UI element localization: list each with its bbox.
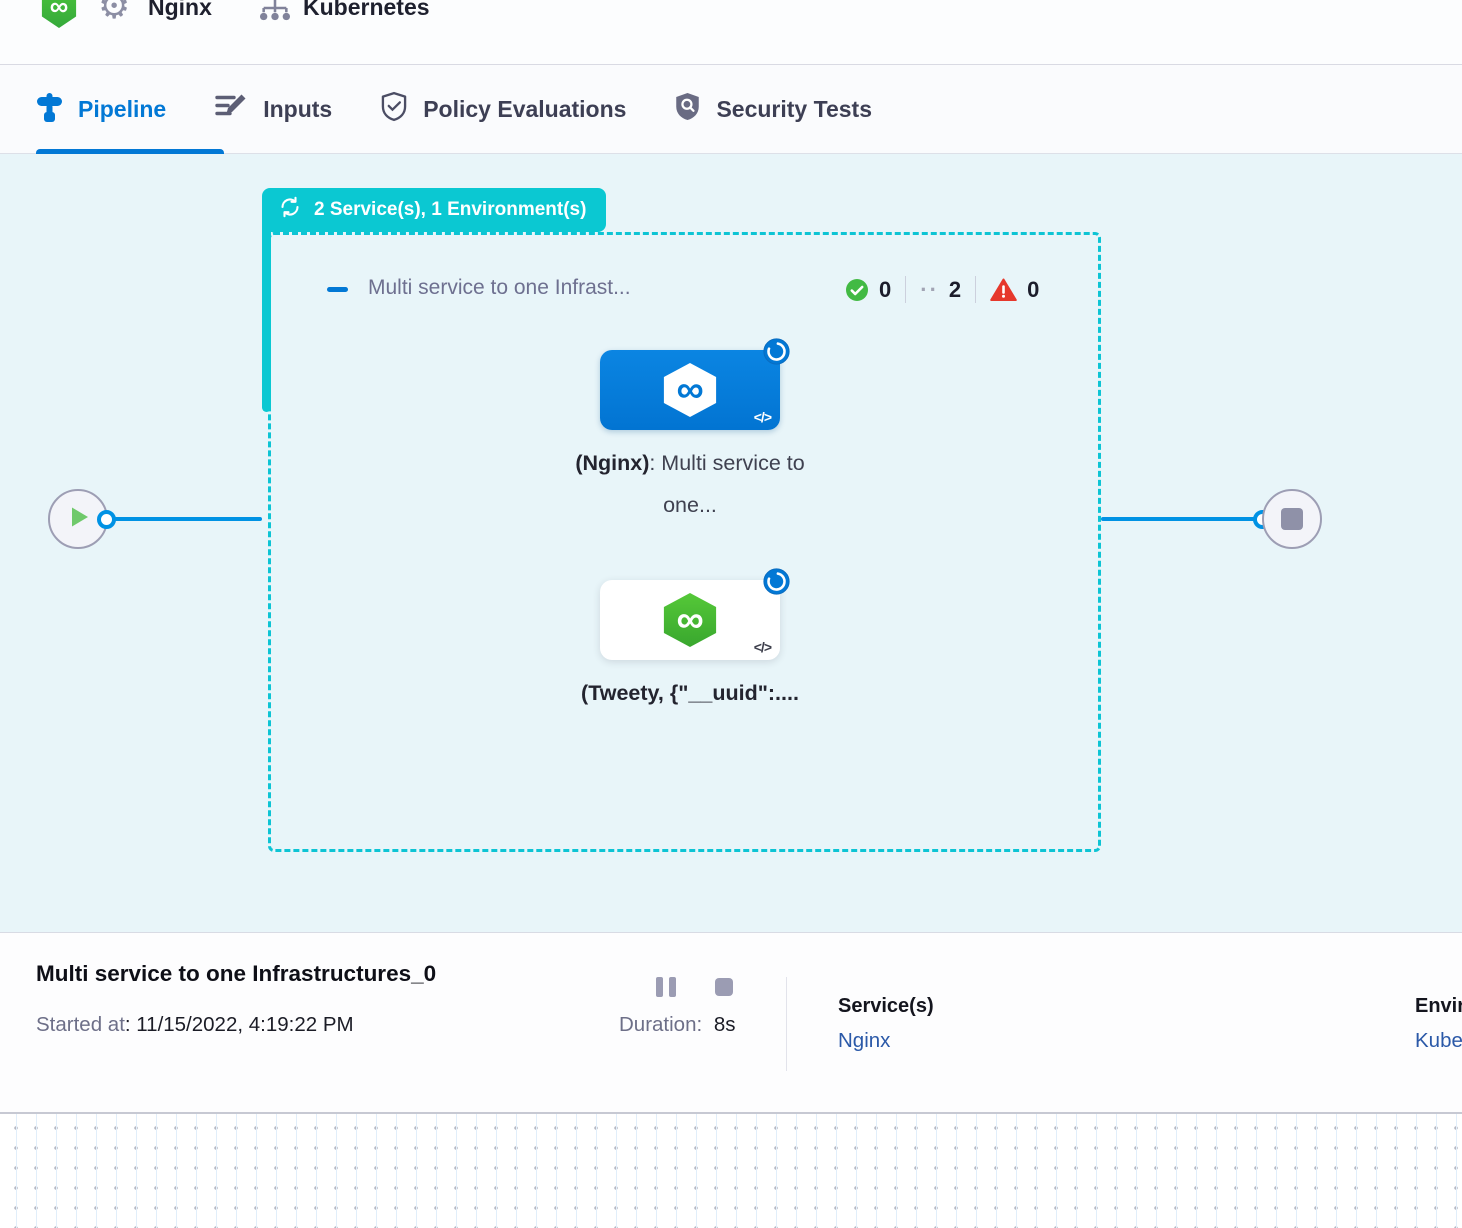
- failed-icon: [990, 278, 1017, 302]
- stage-status-summary: 0 ·· 2 0: [845, 276, 1039, 303]
- loop-icon: [278, 195, 302, 225]
- code-icon: </>: [753, 409, 772, 425]
- step-label-nginx[interactable]: (Nginx): Multi service to one...: [575, 451, 805, 517]
- running-dots-icon: ··: [920, 276, 939, 302]
- flow-line-right: [1101, 517, 1257, 521]
- step-label-tweety[interactable]: (Tweety, {"__uuid":....: [581, 681, 799, 705]
- flow-line-left: [114, 517, 262, 521]
- environment-label: Environment(s): [1415, 995, 1462, 1017]
- duration: Duration: 8s: [619, 1013, 736, 1036]
- footer-divider: [786, 977, 787, 1071]
- tab-inputs[interactable]: Inputs: [214, 91, 332, 127]
- services-label: Service(s): [838, 995, 934, 1017]
- services-value-link[interactable]: Nginx: [838, 1029, 891, 1052]
- step-node-nginx[interactable]: ∞ </>: [600, 350, 780, 430]
- status-separator: [975, 276, 977, 303]
- failed-count: 0: [1027, 276, 1040, 302]
- stop-button[interactable]: [715, 978, 733, 996]
- running-spinner-icon: [763, 338, 790, 365]
- started-at: Started at: 11/15/2022, 4:19:22 PM: [36, 1013, 354, 1036]
- step-node-tweety[interactable]: ∞ </>: [600, 580, 780, 660]
- running-spinner-icon: [763, 568, 790, 595]
- play-icon: [69, 505, 91, 534]
- pause-button[interactable]: [656, 977, 676, 997]
- code-icon: </>: [753, 639, 772, 655]
- tab-policy-evaluations-label: Policy Evaluations: [423, 95, 627, 122]
- status-separator: [905, 276, 907, 303]
- tab-pipeline-label: Pipeline: [78, 95, 167, 122]
- tab-policy-evaluations[interactable]: Policy Evaluations: [380, 91, 626, 128]
- pipeline-icon: [36, 91, 63, 128]
- tab-inputs-label: Inputs: [263, 95, 333, 122]
- stage-matrix-badge-label: 2 Service(s), 1 Environment(s): [314, 199, 587, 220]
- success-icon: [845, 278, 869, 302]
- execution-tab-bar: Pipeline Inputs Policy Evaluations: [0, 65, 1462, 154]
- gear-icon: ⚙: [98, 0, 131, 26]
- pipeline-end-node[interactable]: [1262, 489, 1322, 549]
- stage-matrix-badge[interactable]: 2 Service(s), 1 Environment(s): [262, 188, 607, 232]
- policy-shield-check-icon: [380, 91, 408, 128]
- header-service-name: Nginx: [148, 0, 212, 20]
- infrastructure-icon: [258, 0, 292, 33]
- environment-value-link[interactable]: Kubernetes: [1415, 1029, 1462, 1052]
- success-count: 0: [879, 276, 892, 302]
- execution-header: ∞ ⚙ Nginx Kubernetes: [0, 0, 1462, 65]
- stage-group-boundary[interactable]: [268, 232, 1101, 852]
- tab-pipeline[interactable]: Pipeline: [36, 91, 166, 128]
- stage-loop-strip: [262, 224, 271, 412]
- running-count: 2: [948, 276, 962, 302]
- security-shield-scan-icon: [674, 91, 701, 128]
- harness-step-icon: ∞: [663, 593, 717, 647]
- execution-footer: Multi service to one Infrastructures_0 S…: [0, 932, 1462, 1113]
- collapse-stage-icon[interactable]: [327, 287, 348, 292]
- pipeline-canvas[interactable]: 2 Service(s), 1 Environment(s) Multi ser…: [0, 154, 1462, 932]
- stage-title[interactable]: Multi service to one Infrast...: [368, 276, 631, 299]
- console-grid-area: [0, 1112, 1462, 1228]
- execution-title: Multi service to one Infrastructures_0: [36, 961, 437, 986]
- harness-logo-icon: ∞: [41, 0, 77, 28]
- stop-square-icon: [1281, 508, 1303, 530]
- inputs-icon: [214, 91, 248, 127]
- header-environment-name: Kubernetes: [303, 0, 430, 20]
- active-tab-indicator: [36, 149, 224, 154]
- harness-step-icon: ∞: [663, 363, 717, 417]
- tab-security-tests-label: Security Tests: [716, 95, 872, 122]
- tab-security-tests[interactable]: Security Tests: [674, 91, 872, 128]
